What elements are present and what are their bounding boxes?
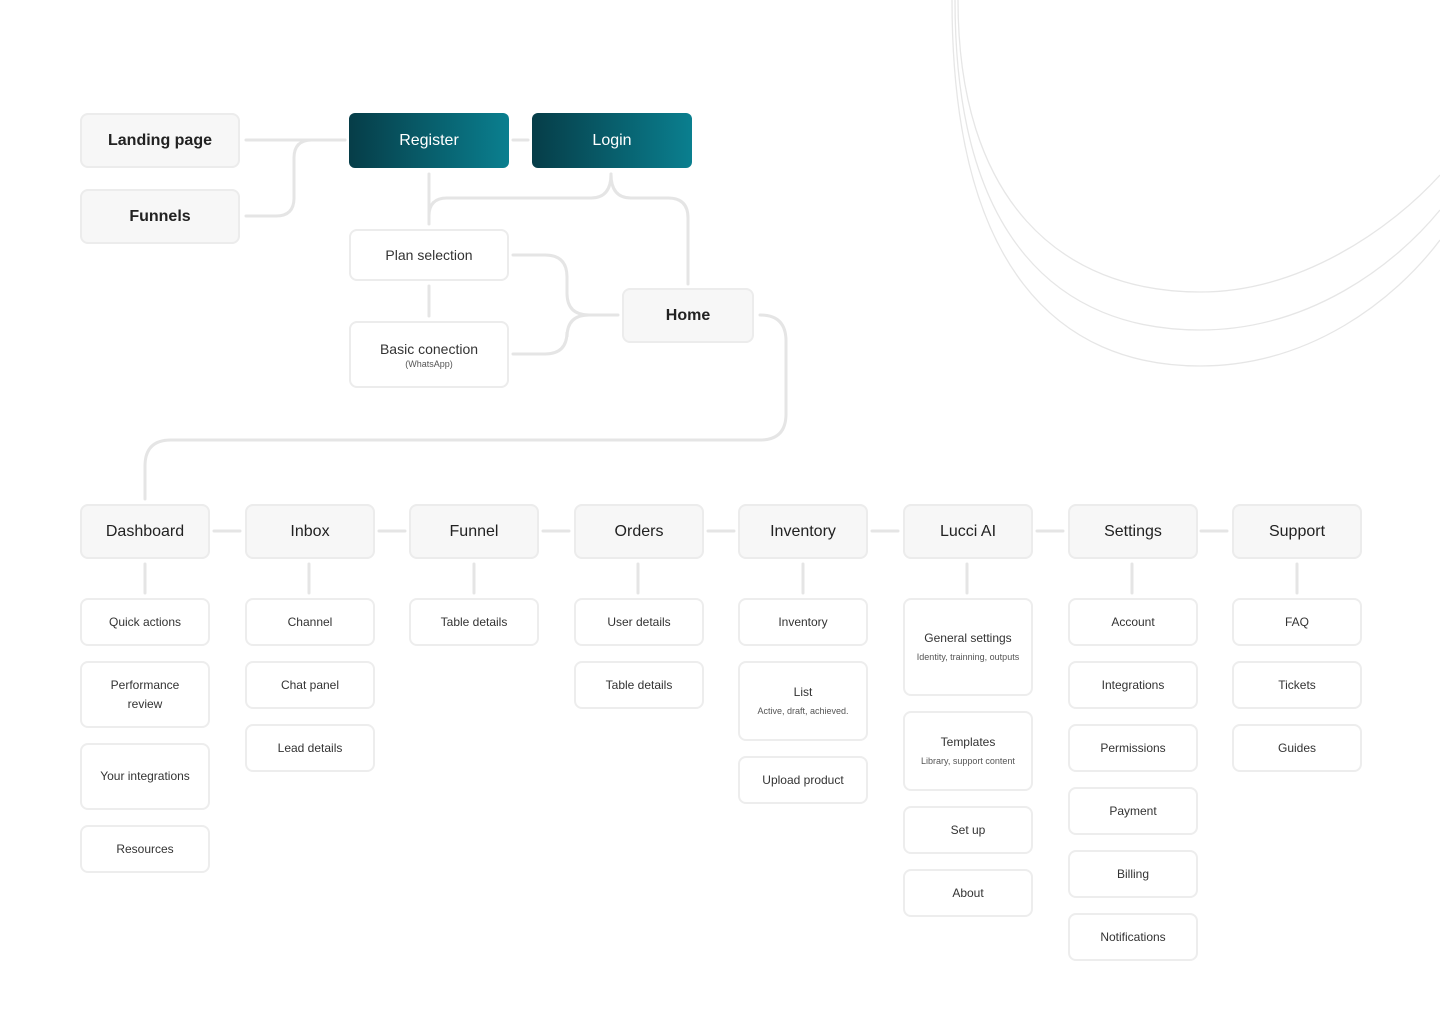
funnels-label: Funnels xyxy=(129,207,191,225)
item-label: Lead details xyxy=(277,740,343,755)
item-label: Permissions xyxy=(1100,740,1166,755)
section-dashboard-item[interactable]: Resources xyxy=(80,825,210,873)
landing-page-label: Landing page xyxy=(108,131,212,149)
item-label: Table details xyxy=(605,677,673,692)
item-note: Active, draft, achieved. xyxy=(757,706,849,716)
section-title: Lucci AI xyxy=(939,522,997,540)
register-button[interactable]: Register xyxy=(349,113,509,168)
section-settings[interactable]: Settings xyxy=(1068,504,1198,559)
section-inbox-item[interactable]: Channel xyxy=(245,598,375,646)
section-title: Inventory xyxy=(770,522,836,540)
item-label: Payment xyxy=(1109,803,1157,818)
section-settings-item[interactable]: Notifications xyxy=(1068,913,1198,961)
section-dashboard-item[interactable]: Quick actions xyxy=(80,598,210,646)
item-label: Upload product xyxy=(762,772,844,787)
item-note: Library, support content xyxy=(921,756,1015,766)
section-support[interactable]: Support xyxy=(1232,504,1362,559)
section-settings-item[interactable]: Permissions xyxy=(1068,724,1198,772)
section-inbox-item[interactable]: Lead details xyxy=(245,724,375,772)
login-label: Login xyxy=(592,131,632,149)
section-title: Dashboard xyxy=(105,522,185,540)
section-funnel[interactable]: Funnel xyxy=(409,504,539,559)
section-support-item[interactable]: Guides xyxy=(1232,724,1362,772)
item-label: List xyxy=(793,685,813,699)
section-support-item[interactable]: FAQ xyxy=(1232,598,1362,646)
line-plan-home xyxy=(511,253,620,317)
section-support-item[interactable]: Tickets xyxy=(1232,661,1362,709)
item-label: Integrations xyxy=(1101,677,1165,692)
register-label: Register xyxy=(399,131,459,149)
item-label: FAQ xyxy=(1284,614,1309,629)
item-label: User details xyxy=(607,614,671,629)
plan-selection-node[interactable]: Plan selection xyxy=(349,229,509,281)
funnels-node[interactable]: Funnels xyxy=(80,189,240,244)
item-label: Quick actions xyxy=(108,614,182,629)
section-settings-item[interactable]: Account xyxy=(1068,598,1198,646)
section-title: Support xyxy=(1268,522,1326,540)
item-label: Performance review xyxy=(110,677,180,711)
decorative-arc-2 xyxy=(954,0,1440,331)
section-settings-item[interactable]: Payment xyxy=(1068,787,1198,835)
item-label: Templates xyxy=(940,735,996,749)
line-funnels-register xyxy=(244,138,347,218)
login-button[interactable]: Login xyxy=(532,113,692,168)
section-orders[interactable]: Orders xyxy=(574,504,704,559)
decorative-arc-3 xyxy=(951,0,1440,367)
line-login-home xyxy=(609,172,690,286)
line-section-children xyxy=(143,562,1299,595)
line-login-plan xyxy=(427,172,613,218)
plan-selection-label: Plan selection xyxy=(385,247,473,263)
section-dashboard-item[interactable]: Your integrations xyxy=(80,743,210,810)
section-lucci-ai-item[interactable]: About xyxy=(903,869,1033,917)
item-label: Channel xyxy=(287,614,333,629)
item-label: General settings xyxy=(924,631,1012,645)
section-settings-item[interactable]: Integrations xyxy=(1068,661,1198,709)
item-label: Account xyxy=(1111,614,1155,629)
section-inbox-item[interactable]: Chat panel xyxy=(245,661,375,709)
item-label: About xyxy=(952,885,984,900)
section-dashboard-item[interactable]: Performance review xyxy=(80,661,210,728)
decorative-arc-1 xyxy=(957,0,1440,293)
item-label: Notifications xyxy=(1100,929,1166,944)
section-inventory[interactable]: Inventory xyxy=(738,504,868,559)
item-label: Your integrations xyxy=(100,769,190,783)
section-title: Orders xyxy=(614,522,664,540)
section-dashboard[interactable]: Dashboard xyxy=(80,504,210,559)
home-label: Home xyxy=(665,306,711,324)
section-inventory-item[interactable]: Inventory xyxy=(738,598,868,646)
landing-page-node[interactable]: Landing page xyxy=(80,113,240,168)
basic-connection-node[interactable]: Basic conection (WhatsApp) xyxy=(349,321,509,388)
item-label: Chat panel xyxy=(280,677,340,692)
basic-connection-note: (WhatsApp) xyxy=(405,358,453,369)
section-lucci-ai-item[interactable]: Set up xyxy=(903,806,1033,854)
item-label: Inventory xyxy=(778,614,828,629)
item-label: Resources xyxy=(116,841,174,856)
section-title: Funnel xyxy=(449,522,499,540)
section-orders-item[interactable]: Table details xyxy=(574,661,704,709)
item-label: Tickets xyxy=(1278,677,1316,692)
item-note: Identity, trainning, outputs xyxy=(916,652,1020,662)
section-title: Settings xyxy=(1104,522,1162,540)
line-home-dashboard xyxy=(143,313,788,501)
section-orders-item[interactable]: User details xyxy=(574,598,704,646)
section-inventory-item[interactable]: Upload product xyxy=(738,756,868,804)
section-inbox[interactable]: Inbox xyxy=(245,504,375,559)
basic-connection-label: Basic conection xyxy=(379,340,479,357)
section-title: Inbox xyxy=(290,522,330,540)
home-node[interactable]: Home xyxy=(622,288,754,343)
item-label: Table details xyxy=(440,614,508,629)
section-funnel-item[interactable]: Table details xyxy=(409,598,539,646)
section-settings-item[interactable]: Billing xyxy=(1068,850,1198,898)
section-lucci-ai[interactable]: Lucci AI xyxy=(903,504,1033,559)
line-basic-home xyxy=(511,313,591,356)
item-label: Billing xyxy=(1116,866,1149,881)
item-label: Guides xyxy=(1277,740,1317,755)
item-label: Set up xyxy=(950,822,986,837)
